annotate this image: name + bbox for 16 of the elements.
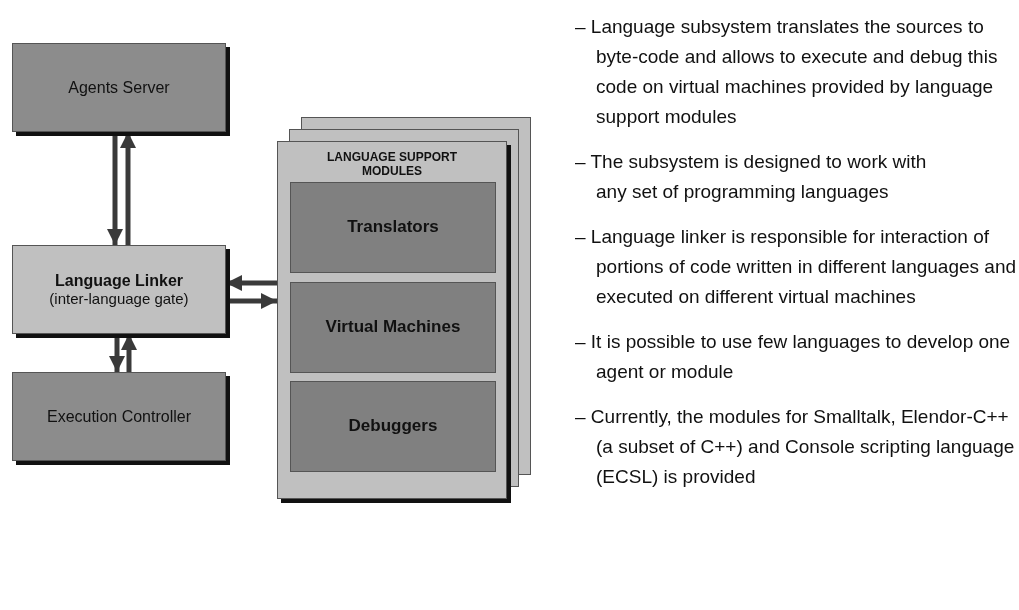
node-label: (inter-language gate) bbox=[49, 290, 189, 309]
node-label: Agents Server bbox=[68, 77, 170, 98]
note-text: – Currently, the modules for Smalltalk, Elendor-C++ (a subset of C++) and Console scripting language (ECSL) is provided bbox=[575, 405, 1016, 489]
node-heading: Debuggers bbox=[348, 416, 438, 437]
node-heading: LANGUAGE SUPPORT MODULES bbox=[326, 150, 458, 179]
module-box bbox=[290, 282, 496, 373]
node-label: Execution Controller bbox=[46, 406, 192, 427]
module-box bbox=[290, 381, 496, 472]
note-text: – The subsystem is designed to work with any set of programming languages bbox=[575, 150, 928, 204]
note-text: – Language linker is responsible for interaction of portions of code written in different languages and executed on different virtual machines bbox=[575, 225, 1018, 309]
node-heading: Virtual Machines bbox=[325, 317, 461, 338]
note-text: – Language subsystem translates the sources to byte-code and allows to execute and debug this code on virtual machines provided by language support modules bbox=[575, 15, 999, 129]
node-heading: Translators bbox=[347, 217, 439, 238]
module-box bbox=[290, 182, 496, 273]
note-text: – It is possible to use few languages to develop one agent or module bbox=[575, 330, 1012, 384]
node-heading: Language Linker bbox=[55, 270, 183, 291]
